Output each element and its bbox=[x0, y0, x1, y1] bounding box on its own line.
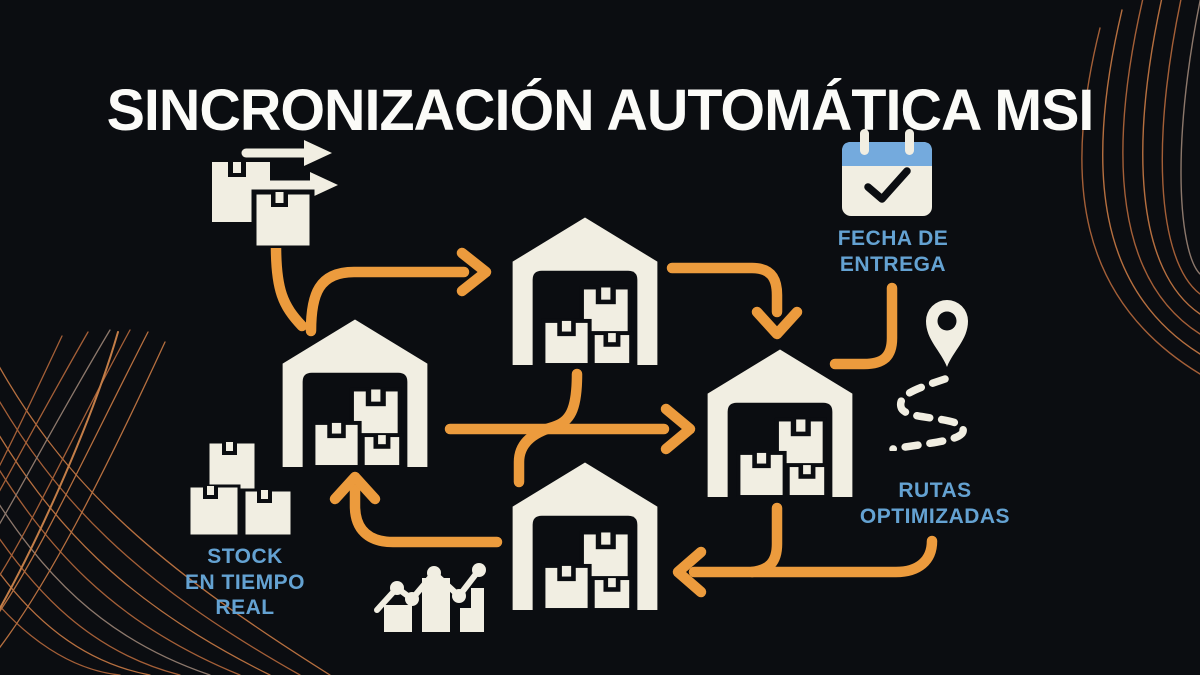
arrow-top-to-right bbox=[666, 262, 783, 318]
arrow-bottom-to-warehouse-left bbox=[349, 484, 503, 548]
line-calendar-to-warehouse-right bbox=[829, 282, 898, 370]
branch-warehouse-right-down bbox=[746, 502, 783, 578]
bar-line-chart-icon bbox=[374, 563, 486, 632]
arrow-inbound-to-warehouse-left bbox=[270, 240, 308, 332]
warehouse-bottom-icon bbox=[512, 462, 658, 610]
warehouse-top-icon bbox=[512, 217, 658, 365]
arrowhead-right-2 bbox=[660, 403, 696, 455]
calendar-check-icon bbox=[842, 129, 932, 216]
warehouse-right-icon bbox=[707, 349, 853, 497]
label-rutas-optimizadas: RUTAS OPTIMIZADAS bbox=[859, 479, 1011, 528]
arrowhead-left bbox=[672, 546, 707, 598]
warehouse-left-icon bbox=[282, 319, 428, 467]
stacked-boxes-icon bbox=[187, 440, 294, 538]
boxes-with-arrows-icon bbox=[212, 140, 338, 248]
label-stock-en-tiempo-real: STOCK EN TIEMPO REAL bbox=[184, 545, 305, 620]
arrow-routes-to-warehouse-bottom bbox=[688, 535, 938, 578]
arrowhead-up bbox=[329, 471, 381, 505]
arrowhead-right bbox=[456, 247, 492, 297]
arrow-to-warehouse-top bbox=[305, 266, 470, 337]
location-pin-route-icon bbox=[889, 300, 968, 451]
page-title: SINCRONIZACIÓN AUTOMÁTICA MSI bbox=[106, 77, 1095, 143]
line-top-to-bottom-warehouse bbox=[513, 368, 583, 488]
label-fecha-de-entrega: FECHA DE ENTREGA bbox=[837, 227, 949, 276]
arrowhead-down bbox=[751, 306, 803, 340]
